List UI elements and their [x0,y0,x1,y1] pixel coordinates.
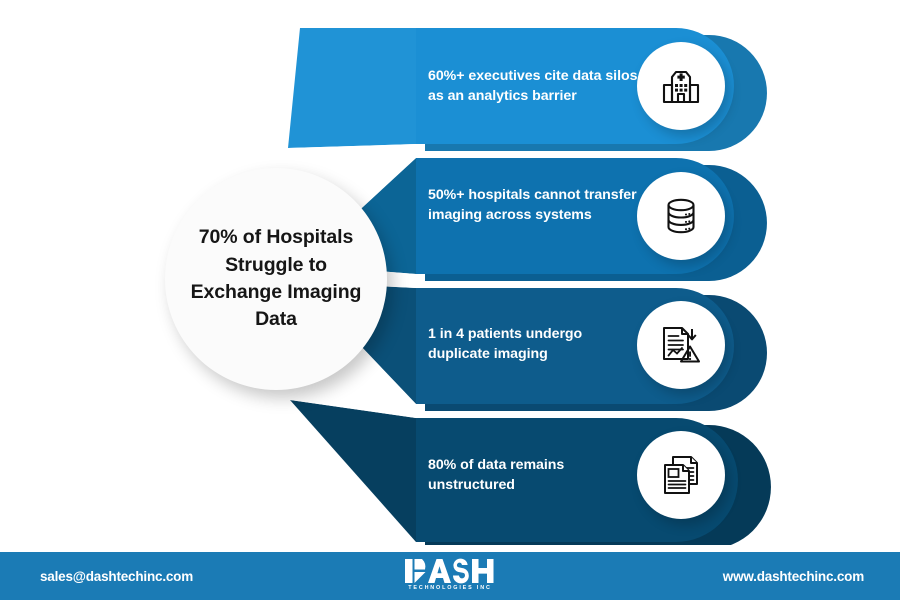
center-headline-text: 70% of Hospitals Struggle to Exchange Im… [190,226,362,331]
copy-documents-icon [664,456,698,494]
hospital-building-icon [662,70,700,104]
center-headline-circle: 70% of Hospitals Struggle to Exchange Im… [165,168,387,390]
footer-bar: sales@dashtechinc.com TECHNOLOGIES INC w… [0,552,900,600]
bar-1-wedge [288,28,416,148]
bar-1-icon-circle [637,42,725,130]
dash-logo-tagline: TECHNOLOGIES INC [408,585,492,591]
dash-logo: TECHNOLOGIES INC [404,558,496,591]
bar-3-label: 1 in 4 patients undergo duplicate imagin… [428,326,583,363]
bar-2-label: 50%+ hospitals cannot transfer imaging a… [428,187,637,224]
dash-wordmark-icon [405,558,494,584]
document-warning-icon [663,327,700,363]
footer-website-url[interactable]: www.dashtechinc.com [722,568,864,584]
footer-email[interactable]: sales@dashtechinc.com [40,568,194,584]
bar-2-icon-circle [637,172,725,260]
database-stack-icon [667,198,695,234]
bar-4-label: 80% of data remains unstructured [428,457,565,494]
bar-1-label: 60%+ executives cite data silos as an an… [428,68,638,105]
bar-4-icon-circle [637,431,725,519]
bar-4-wedge [290,400,416,542]
bar-3-icon-circle [637,301,725,389]
